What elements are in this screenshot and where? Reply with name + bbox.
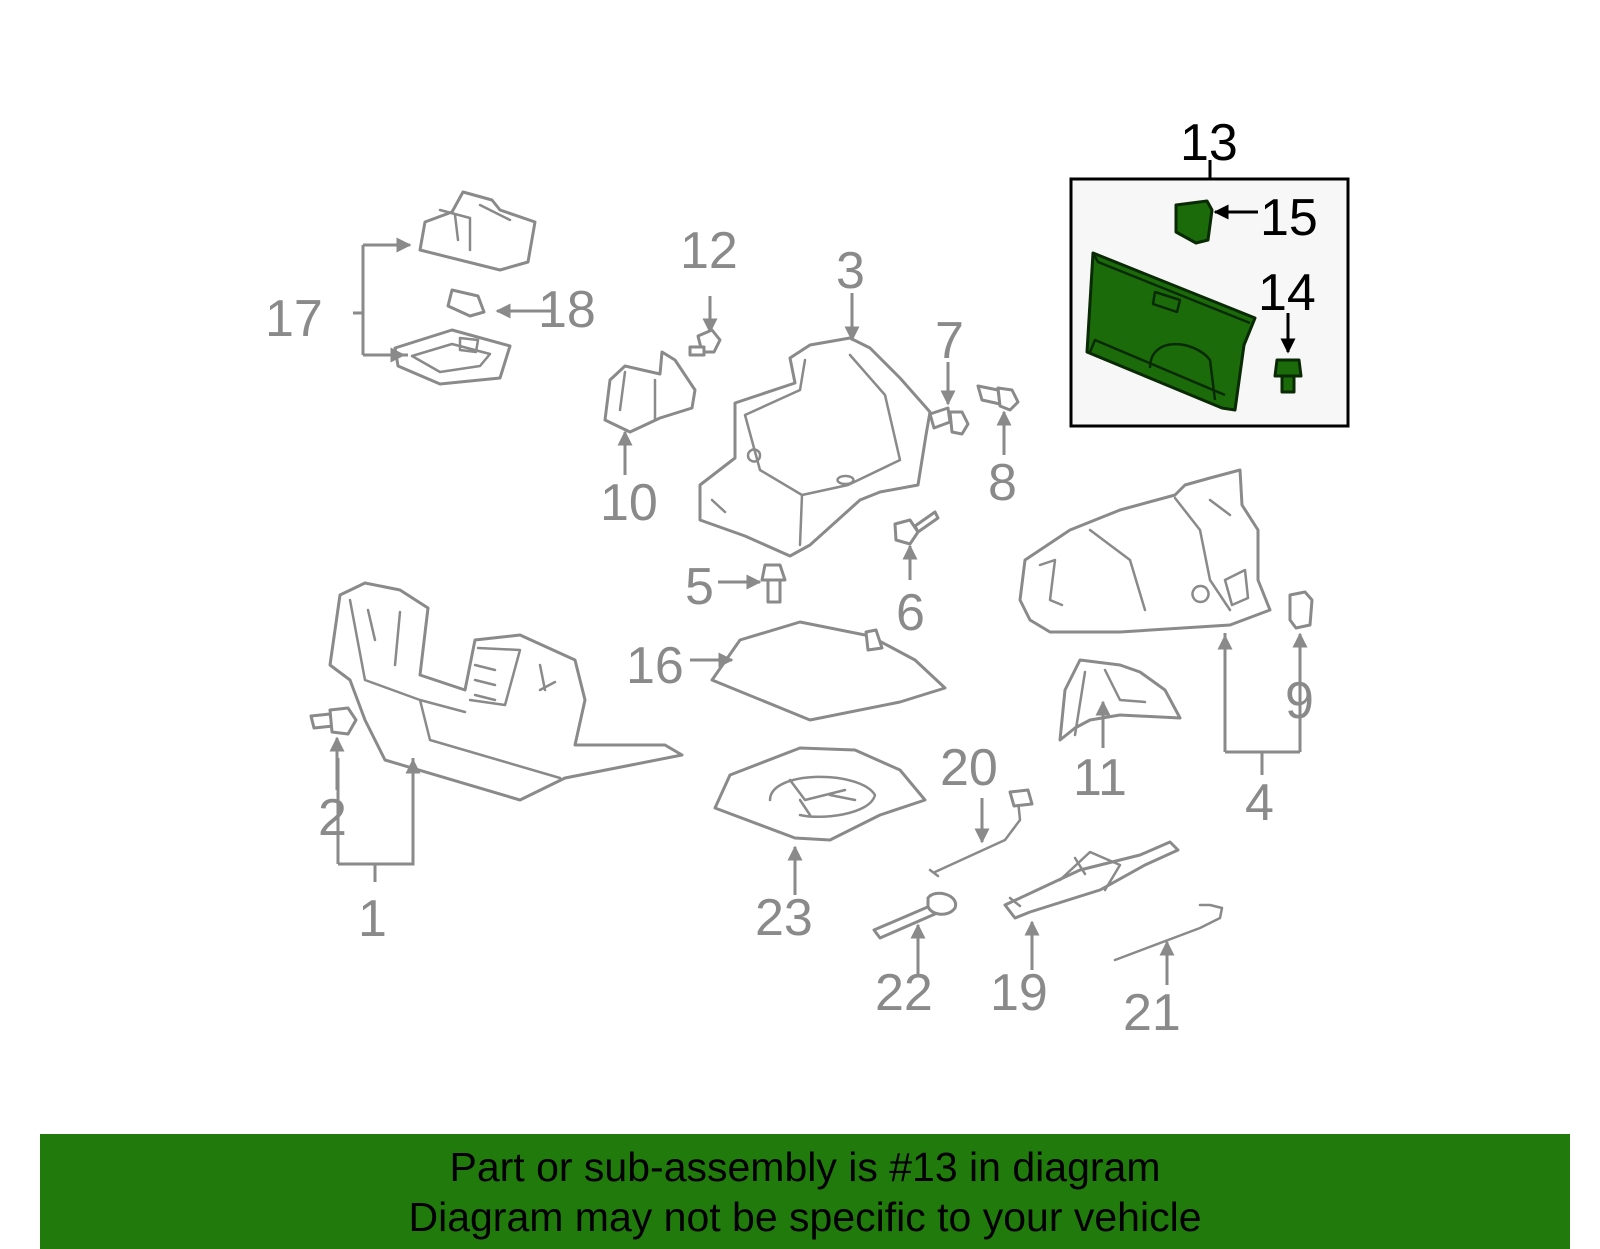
callout-12: 12	[680, 222, 738, 280]
callout-22: 22	[875, 964, 933, 1022]
part-16-shape[interactable]	[690, 620, 947, 722]
banner-line-1: Part or sub-assembly is #13 in diagram	[449, 1144, 1161, 1190]
part-22-shape[interactable]	[872, 891, 958, 975]
banner-line-2: Diagram may not be specific to your vehi…	[408, 1194, 1202, 1240]
part-7-shape[interactable]	[928, 362, 970, 436]
part-6-shape[interactable]	[893, 510, 940, 580]
callout-17: 17	[265, 290, 323, 348]
part-3-shape[interactable]	[698, 293, 932, 558]
callout-4: 4	[1245, 774, 1274, 832]
part-10-shape[interactable]	[603, 350, 697, 475]
callout-7: 7	[935, 312, 964, 370]
callout-1: 1	[358, 890, 387, 948]
callout-8: 8	[988, 454, 1017, 512]
callout-3: 3	[836, 242, 865, 300]
callout-19: 19	[990, 964, 1048, 1022]
part-5-shape[interactable]	[718, 563, 787, 604]
callout-11: 11	[1073, 749, 1127, 807]
part-23-shape[interactable]	[713, 746, 927, 895]
part-8-shape[interactable]	[976, 384, 1020, 455]
callout-23: 23	[755, 889, 813, 947]
part-17-group[interactable]	[353, 190, 555, 386]
part-13-group[interactable]	[1069, 160, 1350, 428]
part-1-shape[interactable]	[328, 581, 684, 882]
callout-20: 20	[940, 739, 998, 797]
part-2-shape[interactable]	[309, 706, 358, 790]
part-11-shape[interactable]	[1058, 658, 1182, 748]
part-12-shape[interactable]	[688, 296, 722, 357]
part-13-panel[interactable]	[1085, 251, 1257, 412]
callout-15: 15	[1260, 189, 1318, 247]
callout-6: 6	[896, 584, 925, 642]
callout-10: 10	[600, 474, 658, 532]
callout-14: 14	[1258, 264, 1316, 322]
part-9-shape[interactable]	[1288, 590, 1314, 672]
callout-9: 9	[1285, 672, 1314, 730]
callout-18: 18	[538, 281, 596, 339]
part-15-shape[interactable]	[1174, 199, 1214, 245]
callout-21: 21	[1123, 984, 1181, 1042]
part-14-shape[interactable]	[1273, 313, 1303, 394]
callout-16: 16	[626, 637, 684, 695]
callout-13: 13	[1180, 114, 1238, 172]
info-banner: Part or sub-assembly is #13 in diagram D…	[40, 1134, 1570, 1249]
part-4-shape[interactable]	[1018, 468, 1302, 775]
part-19-shape[interactable]	[1003, 840, 1180, 970]
part-20-shape[interactable]	[928, 788, 1034, 878]
callout-2: 2	[318, 789, 347, 847]
callout-5: 5	[685, 558, 714, 616]
part-21-shape[interactable]	[1113, 903, 1224, 985]
